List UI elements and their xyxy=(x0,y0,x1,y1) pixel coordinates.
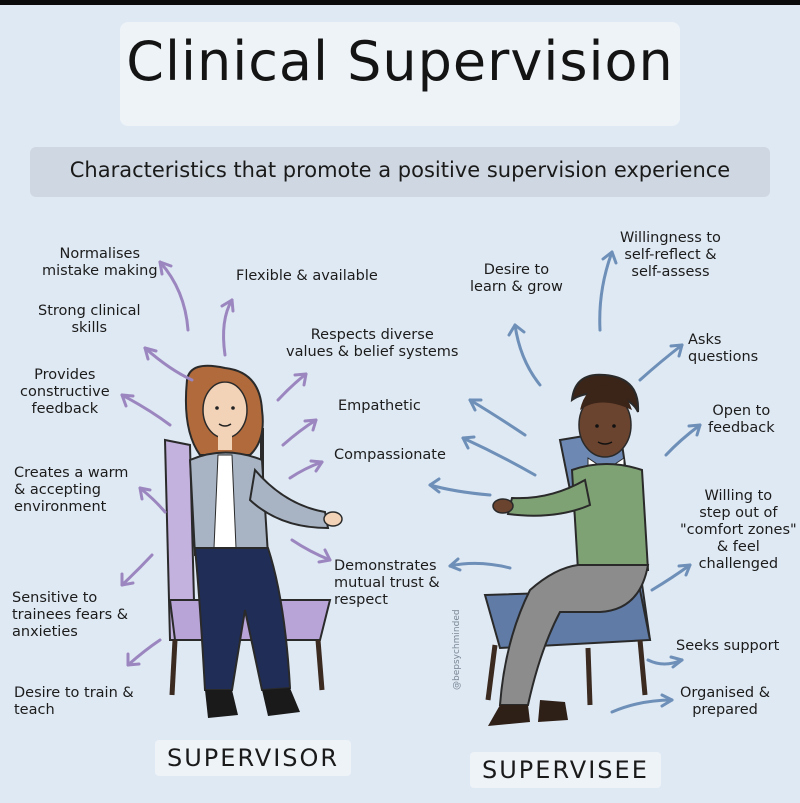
subtitle: Characteristics that promote a positive … xyxy=(69,158,731,182)
supervisee-role-label: SUPERVISEE xyxy=(470,752,661,788)
top-border xyxy=(0,0,800,5)
supervisor-trait-sensitive: Sensitive to trainees fears & anxieties xyxy=(12,590,129,640)
supervisor-trait-feedback: Provides constructive feedback xyxy=(20,367,110,417)
supervisee-trait-learn-grow: Desire to learn & grow xyxy=(470,262,563,295)
supervisor-trait-clinical-skills: Strong clinical skills xyxy=(38,303,141,336)
supervisee-arrows xyxy=(428,250,702,714)
supervisee-trait-open-feedback: Open to feedback xyxy=(708,403,775,436)
shared-trait-compassionate: Compassionate xyxy=(334,447,446,463)
supervisee-trait-organised: Organised & prepared xyxy=(680,685,771,718)
supervisor-trait-warm-environment: Creates a warm & accepting environment xyxy=(14,465,129,515)
supervisor-figure xyxy=(184,364,343,718)
supervisee-figure xyxy=(488,373,650,726)
shared-trait-empathetic: Empathetic xyxy=(338,398,421,414)
supervisee-trait-self-reflect: Willingness to self-reflect & self-asses… xyxy=(620,230,721,280)
credit-watermark: @bepsychminded xyxy=(452,609,462,690)
page-title: Clinical Supervision xyxy=(126,30,674,93)
shared-trait-mutual-trust: Demonstrates mutual trust & respect xyxy=(334,558,440,608)
title-band xyxy=(120,22,680,126)
subtitle-band xyxy=(30,147,770,197)
supervisee-trait-asks-questions: Asks questions xyxy=(688,332,759,365)
supervisor-arrows xyxy=(120,260,332,667)
supervisor-trait-normalises: Normalises mistake making xyxy=(42,246,158,279)
shared-trait-flexible: Flexible & available xyxy=(236,268,378,284)
shared-trait-respects-values: Respects diverse values & belief systems xyxy=(286,327,459,360)
supervisee-trait-seeks-support: Seeks support xyxy=(676,638,780,654)
supervisor-role-label: SUPERVISOR xyxy=(155,740,352,776)
supervisor-trait-train-teach: Desire to train & teach xyxy=(14,685,134,718)
supervisee-trait-comfort-zones: Willing to step out of "comfort zones" &… xyxy=(680,488,797,572)
